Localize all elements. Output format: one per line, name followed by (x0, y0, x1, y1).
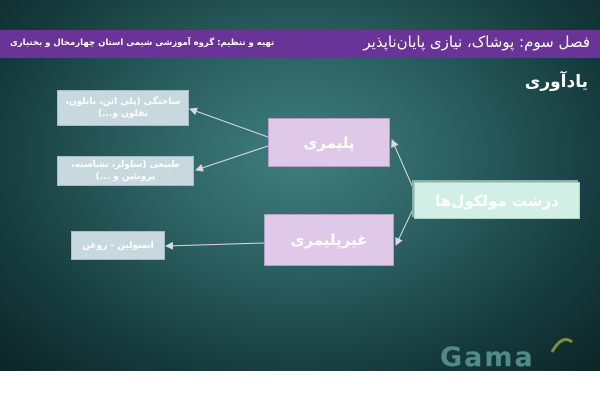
node-synthetic-examples: ساختگی (پلی اتن، نایلون، تفلون و...) (57, 90, 189, 126)
header-bar: فصل سوم: پوشاک، نیازی پایان‌ناپذیر تهیه … (0, 30, 600, 58)
node-macromolecules: درشت مولکول‌ها (414, 182, 580, 219)
connector-lines (165, 107, 415, 250)
connector-polymer-to-synthetic (189, 107, 269, 138)
connector-main-to-nonpolymer (395, 206, 415, 246)
node-polymer: پلیمری (268, 118, 390, 167)
node-non-polymer: غیرپلیمری (264, 214, 394, 266)
section-heading: یادآوری (524, 72, 588, 92)
watermark-logo: Gama (440, 342, 535, 371)
connector-nonpolymer-to-examples (165, 241, 265, 250)
watermark-swoosh-icon (550, 338, 573, 353)
connector-main-to-polymer (391, 139, 415, 191)
slide: فصل سوم: پوشاک، نیازی پایان‌ناپذیر تهیه … (0, 0, 600, 371)
node-non-polymer-examples: انسولین - روغن (71, 231, 165, 260)
chapter-title: فصل سوم: پوشاک، نیازی پایان‌ناپذیر (363, 33, 590, 51)
credit-text: تهیه و تنظیم: گروه آموزشی شیمی استان چها… (10, 38, 275, 48)
node-natural-examples: طبیعی (سلولز، نشاسته، پروتئین و ...) (57, 156, 194, 186)
connector-polymer-to-natural (195, 145, 269, 172)
